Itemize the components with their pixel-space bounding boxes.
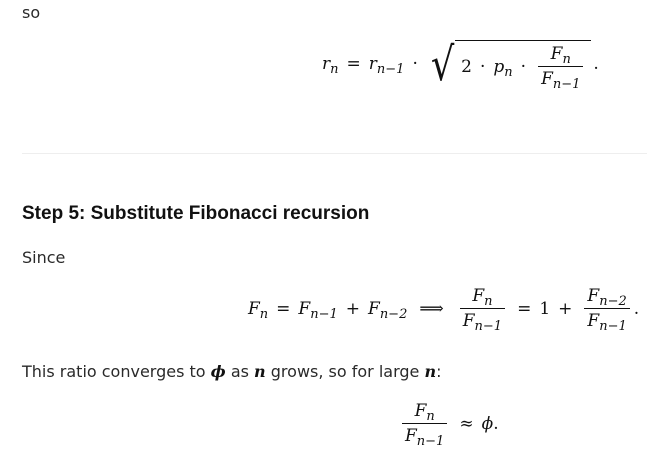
section-heading: Step 5: Substitute Fibonacci recursion bbox=[22, 203, 370, 224]
implies-arrow: ⟹ bbox=[419, 298, 444, 319]
equation-r-recursion: rn = rn−1 · √ 2 · pn · Fn Fn−1 . bbox=[322, 37, 599, 92]
eq1-lhs: rn bbox=[322, 54, 339, 78]
eq1-fraction: Fn Fn−1 bbox=[538, 45, 584, 91]
eq1-radicand: 2 · pn · Fn Fn−1 bbox=[455, 40, 592, 91]
radical-sign: √ bbox=[430, 37, 455, 92]
eq3-fraction: Fn Fn−1 bbox=[402, 402, 448, 448]
eq2-fraction-right: Fn−2 Fn−1 bbox=[584, 287, 630, 333]
eq1-period: . bbox=[593, 54, 599, 75]
eq1-equals: = bbox=[346, 54, 361, 75]
since-text: Since bbox=[22, 248, 66, 267]
ratio-sentence: This ratio converges to ϕ as n grows, so… bbox=[22, 362, 442, 381]
eq1-sqrt: √ 2 · pn · Fn Fn−1 bbox=[428, 37, 592, 92]
eq1-dot: · bbox=[412, 54, 418, 75]
section-divider bbox=[22, 153, 647, 154]
equation-fibonacci-ratio: Fn = Fn−1 + Fn−2 ⟹ Fn Fn−1 = 1 + Fn−2 Fn… bbox=[248, 286, 640, 334]
eq2-fraction-left: Fn Fn−1 bbox=[459, 287, 506, 333]
intro-text: so bbox=[22, 3, 41, 22]
eq1-r-prev: rn−1 bbox=[368, 54, 405, 78]
equation-golden-ratio-approx: Fn Fn−1 ≈ ϕ. bbox=[398, 402, 499, 448]
